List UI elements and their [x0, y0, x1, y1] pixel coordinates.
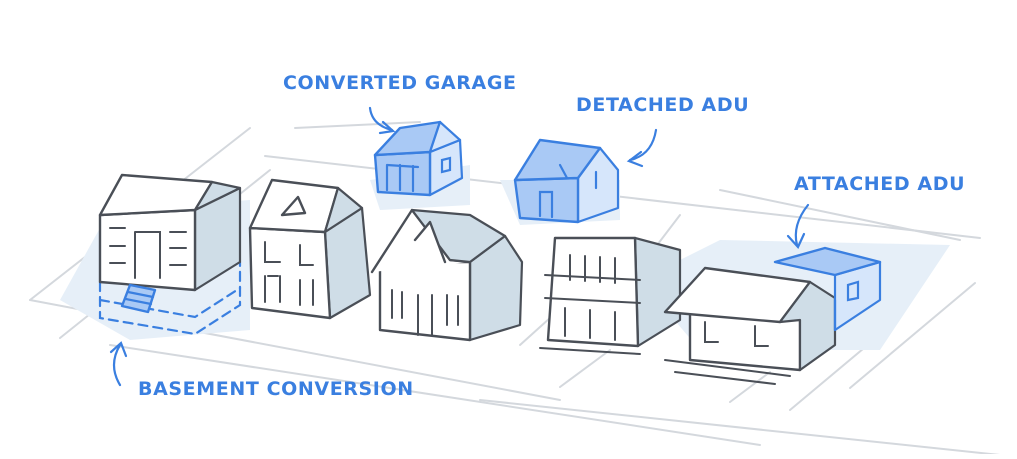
label-arrows — [109, 106, 810, 387]
house-gabled — [370, 208, 524, 342]
house-ranch — [663, 266, 837, 385]
converted-garage — [373, 120, 464, 197]
house-two-storey — [248, 178, 372, 320]
label-detached-adu: DETACHED ADU — [576, 94, 750, 116]
attached-adu — [773, 246, 882, 332]
label-basement-conversion: BASEMENT CONVERSION — [138, 378, 414, 400]
arrow-basement-conversion — [109, 341, 128, 387]
arrow-detached-adu — [626, 128, 658, 168]
label-attached-adu: ATTACHED ADU — [794, 173, 966, 195]
house-basement — [98, 173, 242, 336]
detached-adu — [513, 138, 620, 224]
house-modern — [539, 236, 682, 355]
arrow-converted-garage — [368, 106, 396, 135]
arrow-attached-adu — [786, 203, 810, 249]
label-converted-garage: CONVERTED GARAGE — [283, 72, 517, 94]
